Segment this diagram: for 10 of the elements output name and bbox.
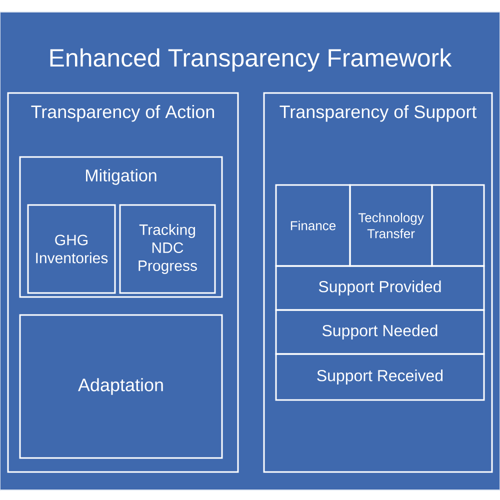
group-box: Adaptation bbox=[19, 314, 223, 459]
category-box: Technology Transfer bbox=[349, 184, 433, 267]
category-box: GHG Inventories bbox=[27, 204, 116, 294]
category-box: Finance bbox=[275, 184, 351, 267]
row-box: Support Received bbox=[275, 353, 485, 401]
title: Enhanced Transparency Framework bbox=[50, 48, 452, 72]
category-box: Tracking NDC Progress bbox=[119, 204, 216, 294]
category-box bbox=[431, 184, 485, 267]
row-box: Support Provided bbox=[275, 265, 485, 311]
row-box: Support Needed bbox=[275, 309, 485, 355]
